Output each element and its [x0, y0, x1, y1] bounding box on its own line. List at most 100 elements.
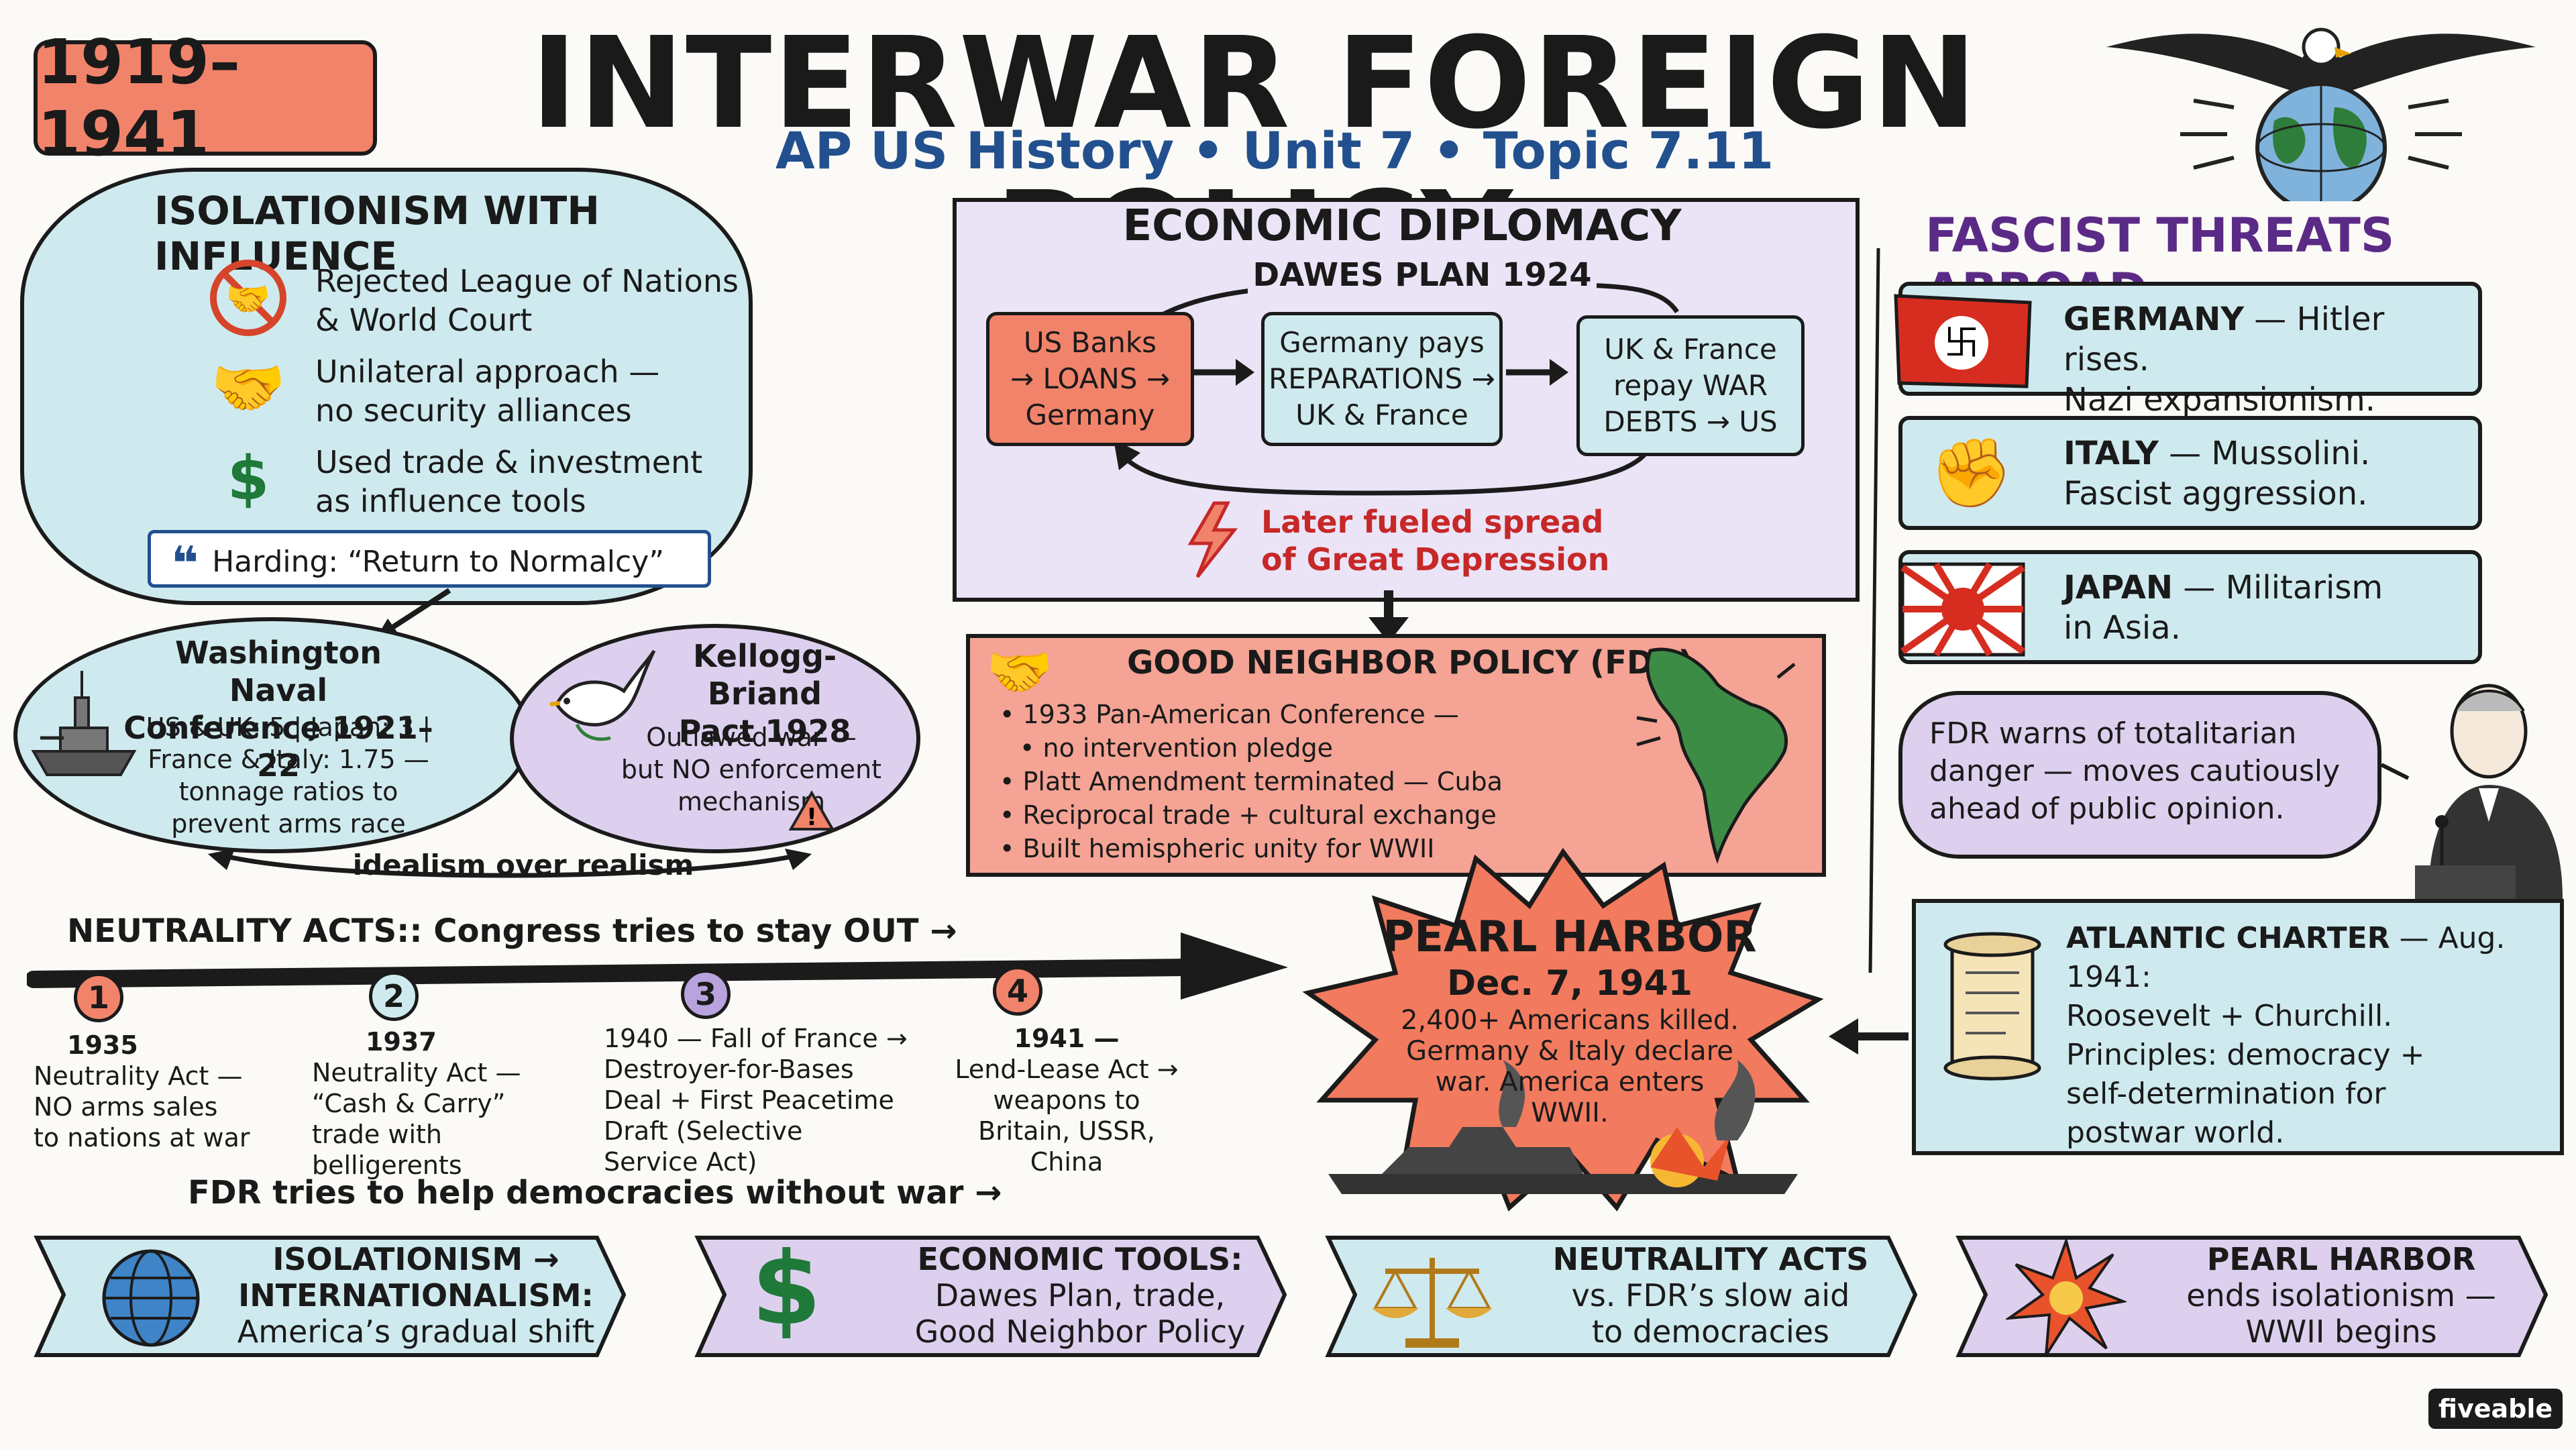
atlantic-charter-text: ATLANTIC CHARTER — Aug. 1941: Roosevelt …	[2066, 919, 2549, 1152]
pearl-line: 2,400+ Americans killed.	[1401, 1005, 1739, 1036]
pearl-harbor-text: PEARL HARBOR Dec. 7, 1941 2,400+ America…	[1368, 912, 1771, 1128]
event-line: Neutrality Act —	[312, 1058, 521, 1087]
banner-line: PEARL HARBOR	[2206, 1241, 2476, 1277]
iso-item-unilateral: 🤝 Unilateral approach — no security alli…	[211, 352, 872, 430]
timeline-arrow	[27, 932, 1288, 1000]
iso-item-text: Rejected League of Nations	[315, 263, 739, 299]
banner-line: NEUTRALITY ACTS	[1552, 1241, 1869, 1277]
depression-note: Later fueled spread of Great Depression	[1261, 503, 1731, 578]
timeline-event-1: 1935 Neutrality Act — NO arms sales to n…	[34, 1030, 255, 1153]
fascist-italy[interactable]: ✊ ITALY — Mussolini.Fascist aggression.	[1898, 416, 2482, 530]
kellogg-body: Outlawed war — but NO enforcement mechan…	[604, 721, 899, 818]
lightning-icon	[1187, 501, 1238, 578]
kellogg-line: mechanism	[677, 787, 826, 816]
econ-box-line: DEBTS → US	[1603, 405, 1778, 438]
event-line: “Cash & Carry”	[312, 1089, 506, 1118]
quote-text: Harding: “Return to Normalcy”	[212, 545, 665, 579]
banner-line: to democracies	[1592, 1313, 1829, 1350]
fdr-help-label: FDR tries to help democracies without wa…	[188, 1174, 1002, 1212]
iso-item-league: 🤝 Rejected League of Nations & World Cou…	[210, 260, 872, 339]
event-line: 1941 —	[1014, 1024, 1120, 1053]
iso-item-text: Unilateral approach —	[315, 354, 660, 390]
fascist-line: — Mussolini.	[2158, 435, 2371, 472]
good-neighbor-title: GOOD NEIGHBOR POLICY (FDR)	[1127, 644, 1693, 682]
atlantic-line: Principles: democracy +	[2066, 1038, 2425, 1072]
banner-economic: $ ECONOMIC TOOLS: Dawes Plan, trade, Goo…	[698, 1228, 1288, 1362]
fist-icon: ✊	[1929, 433, 2013, 512]
kellogg-line: but NO enforcement	[621, 755, 882, 784]
fascist-country: ITALY	[2063, 435, 2159, 472]
banner-pearl-harbor: PEARL HARBOR ends isolationism — WWII be…	[1959, 1228, 2549, 1362]
years-badge: 1919–1941	[34, 26, 377, 170]
timeline-event-3: 1940 — Fall of France → Destroyer-for-Ba…	[604, 1023, 926, 1177]
bubble-line: danger — moves cautiously	[1929, 754, 2341, 788]
banner-neutrality: NEUTRALITY ACTS vs. FDR’s slow aid to de…	[1328, 1228, 1919, 1362]
eagle-globe-icon	[2106, 28, 2536, 201]
event-line: 1935	[67, 1030, 138, 1060]
timeline-marker-4: 4	[993, 966, 1042, 1016]
quote-icon: ❝	[171, 536, 199, 591]
washington-title: Washington Naval Conference 1921–22	[121, 634, 436, 784]
washington-line: prevent arms race	[171, 809, 406, 839]
event-line: Draft (Selective	[604, 1116, 803, 1146]
atlantic-line: postwar world.	[2066, 1116, 2285, 1150]
fascist-country: GERMANY	[2063, 301, 2244, 338]
good-neighbor-list: 1933 Pan-American Conference — no interv…	[1000, 698, 1737, 865]
divider-line	[1868, 248, 1880, 973]
kellogg-line: Outlawed war —	[646, 722, 857, 752]
fascist-line: — Hitler rises.	[2063, 301, 2385, 378]
kellogg-title-line: Pact 1928	[678, 713, 851, 749]
list-item: Built hemispheric unity for WWII	[1000, 832, 1737, 865]
event-line: Destroyer-for-Bases	[604, 1055, 854, 1084]
warning-icon: !	[788, 790, 835, 831]
banner-line: INTERNATIONALISM:	[238, 1277, 594, 1313]
iso-item-text: & World Court	[315, 302, 533, 338]
event-line: belligerents	[312, 1150, 462, 1180]
timeline-event-2: 1937 Neutrality Act — “Cash & Carry” tra…	[312, 1026, 533, 1181]
fascist-line: — Militarism	[2173, 569, 2383, 606]
econ-box-line: repay WAR	[1613, 369, 1768, 402]
pearl-date: Dec. 7, 1941	[1447, 963, 1693, 1004]
handshake-icon: 🤝	[986, 641, 1053, 703]
washington-body: US & UK: 5 | Japan: 3 | France & Italy: …	[121, 711, 456, 840]
south-america-map-icon	[1636, 647, 1796, 864]
event-line: trade with	[312, 1120, 443, 1149]
washington-line: France & Italy: 1.75 —	[148, 745, 429, 774]
fascist-germany[interactable]: 卐 GERMANY — Hitler rises.Nazi expansioni…	[1894, 282, 2482, 419]
event-line: Lend-Lease Act →	[955, 1055, 1179, 1084]
event-line: Service Act)	[604, 1147, 757, 1177]
depression-note-line: Later fueled spread	[1261, 504, 1604, 540]
globe-icon	[102, 1249, 200, 1347]
atlantic-title: ATLANTIC CHARTER	[2066, 921, 2390, 955]
list-item: no intervention pledge	[1000, 731, 1737, 765]
arrow-right-icon	[1192, 359, 1254, 386]
double-arrow-icon	[208, 849, 812, 878]
harding-quote: ❝ Harding: “Return to Normalcy”	[148, 530, 711, 591]
pearl-line: Germany & Italy declare	[1406, 1036, 1733, 1067]
depression-note-line: of Great Depression	[1261, 541, 1610, 578]
event-line: 1940 — Fall of France →	[604, 1024, 908, 1053]
scales-icon	[1372, 1258, 1493, 1348]
list-item: Reciprocal trade + cultural exchange	[1000, 798, 1737, 832]
washington-line: tonnage ratios to	[178, 777, 398, 806]
banner-line: ECONOMIC TOOLS:	[917, 1241, 1243, 1277]
iso-item-trade: $ Used trade & investment as influence t…	[227, 443, 872, 521]
idealism-label: idealism over realism	[352, 849, 694, 881]
banner-line: Good Neighbor Policy	[914, 1313, 1246, 1350]
econ-box-line: Germany	[1025, 398, 1155, 431]
banner-line: WWII begins	[2245, 1313, 2437, 1350]
svg-text:🤝: 🤝	[225, 278, 270, 320]
banner-line: ends isolationism —	[2186, 1277, 2496, 1313]
fiveable-logo: fiveable	[2428, 1389, 2563, 1429]
event-line: 1937	[366, 1027, 437, 1057]
washington-title-line: Washington Naval	[174, 635, 382, 708]
timeline-event-4: 1941 — Lend-Lease Act → weapons to Brita…	[946, 1023, 1187, 1177]
bubble-line: FDR warns of totalitarian	[1929, 716, 2297, 751]
handshake-icon: 🤝	[210, 353, 286, 423]
scroll-icon	[1943, 932, 2041, 1081]
fdr-speech-bubble: FDR warns of totalitarian danger — moves…	[1898, 691, 2381, 859]
econ-box-line: REPARATIONS →	[1269, 362, 1495, 395]
arrow-left-icon	[1829, 1018, 1909, 1055]
